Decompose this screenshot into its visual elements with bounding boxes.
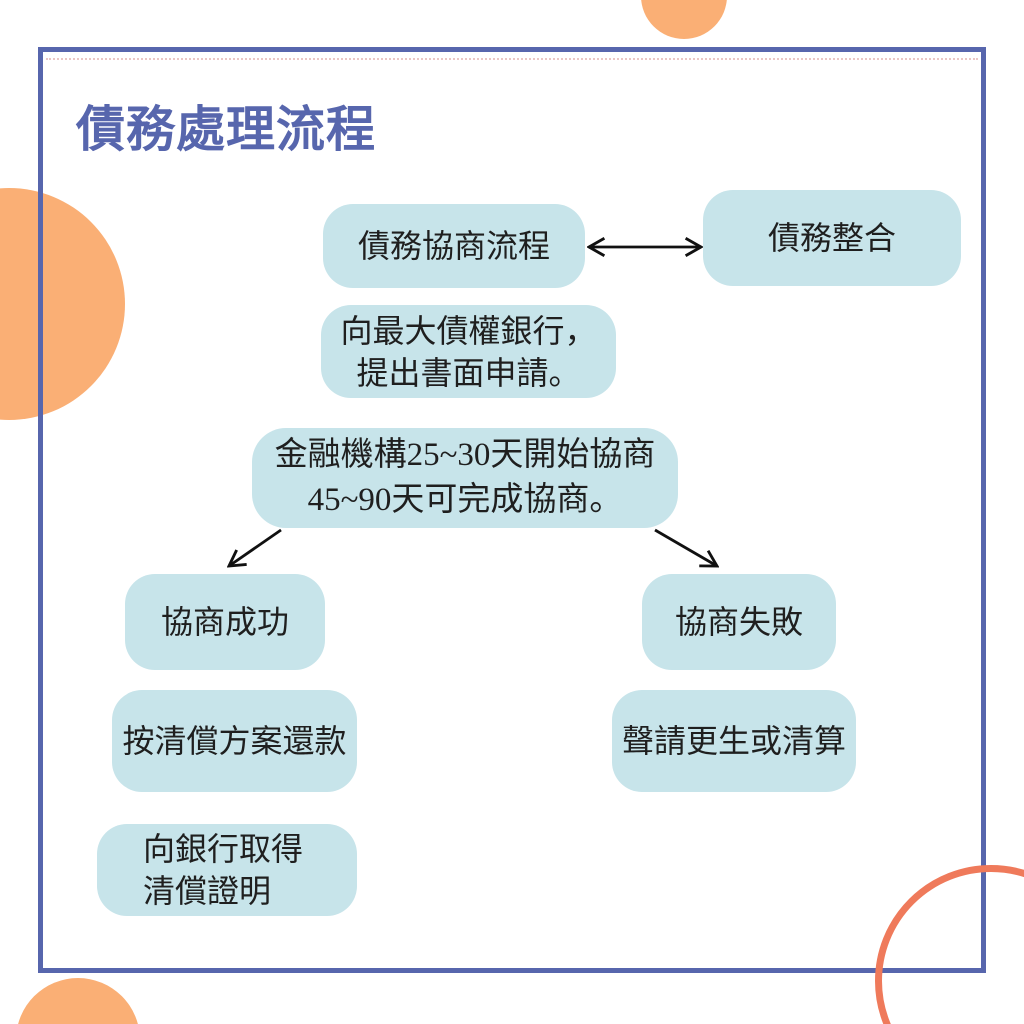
flow-node-repay: 按清償方案還款 <box>112 690 357 792</box>
flow-node-success: 協商成功 <box>125 574 325 670</box>
flow-node-apply: 向最大債權銀行， 提出書面申請。 <box>321 305 616 398</box>
flow-node-consolidation: 債務整合 <box>703 190 961 286</box>
flow-node-timeline: 金融機構25~30天開始協商 45~90天可完成協商。 <box>252 428 678 528</box>
flow-node-label-line: 提出書面申請。 <box>356 354 581 391</box>
flow-node-label: 債務協商流程 <box>357 228 550 264</box>
flow-node-label: 按清償方案還款 <box>122 723 347 759</box>
flow-node-label-line: 向銀行取得 <box>143 831 304 867</box>
flow-node-label: 協商失敗 <box>674 604 803 640</box>
flow-node-label-line: 向最大債權銀行， <box>340 312 597 349</box>
decorative-circle-top <box>641 0 727 39</box>
flow-node-label-line: 金融機構25~30天開始協商 <box>274 437 656 473</box>
flow-node-label: 債務整合 <box>767 220 896 256</box>
flow-node-failure: 協商失敗 <box>642 574 836 670</box>
flow-node-certificate: 向銀行取得 清償證明 <box>97 824 357 916</box>
flow-node-negotiation: 債務協商流程 <box>323 204 585 288</box>
decorative-circle-bottom-left <box>16 978 140 1024</box>
flow-node-label: 協商成功 <box>160 604 289 640</box>
flow-node-label-line: 45~90天可完成協商。 <box>307 482 623 518</box>
flow-node-filing: 聲請更生或清算 <box>612 690 856 792</box>
page-title: 債務處理流程 <box>76 102 377 157</box>
inner-dotted-line <box>46 58 978 60</box>
flow-node-label-line: 清償證明 <box>143 873 272 909</box>
page-frame <box>38 47 986 973</box>
flow-node-label: 聲請更生或清算 <box>621 723 846 759</box>
